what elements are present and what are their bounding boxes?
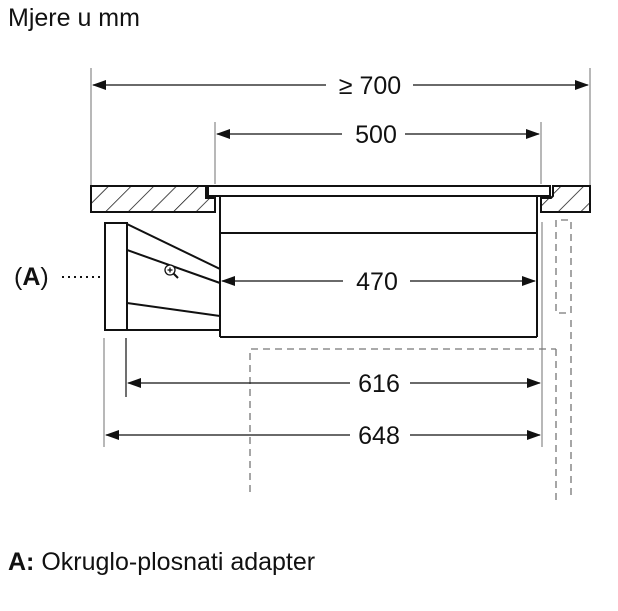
dimension-470: 470 xyxy=(221,268,536,296)
dimension-label-470: 470 xyxy=(356,268,398,296)
dimension-label-700: ≥ 700 xyxy=(339,72,401,100)
dimension-648: 648 xyxy=(105,422,541,450)
hob-glass-top xyxy=(207,185,551,197)
legend-text: Okruglo-plosnati adapter xyxy=(41,548,316,576)
dimension-700: ≥ 700 xyxy=(92,72,589,100)
worktop-right xyxy=(540,185,591,213)
dimension-label-500: 500 xyxy=(355,121,397,149)
legend: A: Okruglo-plosnati adapter xyxy=(8,548,315,577)
extension-lines xyxy=(90,68,591,447)
callout-a: (A) xyxy=(14,263,106,291)
svg-text:(A): (A) xyxy=(14,263,49,291)
page-title: Mjere u mm xyxy=(8,4,140,32)
dimension-616: 616 xyxy=(127,370,541,398)
hob-body xyxy=(219,196,538,338)
zoom-in-magnifier-icon xyxy=(164,264,179,279)
cabinet-dashed-outline xyxy=(249,219,572,500)
dimension-label-616: 616 xyxy=(358,370,400,398)
dimension-500: 500 xyxy=(216,121,540,149)
worktop-left xyxy=(90,185,216,213)
legend-key: A: xyxy=(8,548,35,576)
dimension-label-648: 648 xyxy=(358,422,400,450)
round-flat-adapter xyxy=(104,222,221,331)
